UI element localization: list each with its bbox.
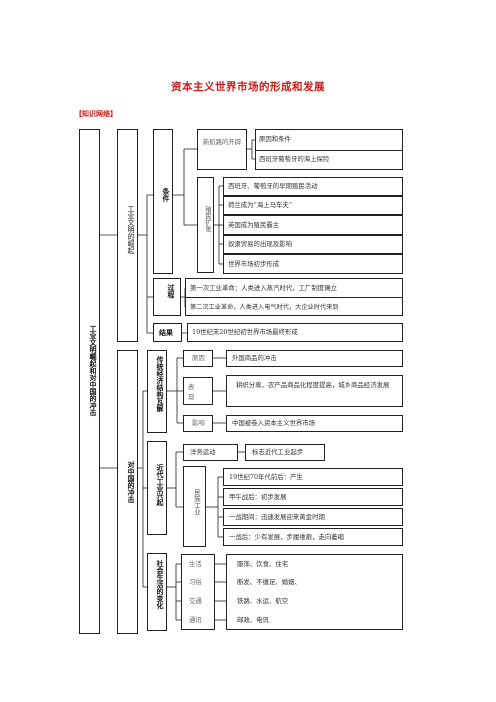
colonial-item-1-box: 西班牙、葡萄牙的早期殖民活动 — [223, 177, 403, 196]
colonial-item-2-box: 荷兰成为“海上马车夫” — [223, 196, 403, 215]
branch-industrial-rise-label: 工业文明的崛起 — [127, 205, 135, 254]
social-life-label: 社会生活的变化 — [156, 560, 165, 609]
national-industry-box: 民族工业 — [183, 466, 206, 547]
result-text: 19世纪末20世纪初世界市场最终形成 — [192, 328, 298, 336]
new-route-box: 新航路的开辟 — [197, 129, 247, 170]
trad-effect-label: 影响 — [192, 419, 205, 427]
root-box: 工业文明崛起和对中国的冲击 — [79, 129, 100, 634]
social-life-box: 社会生活的变化 — [147, 553, 167, 631]
colonial-item-2: 荷兰成为“海上马车夫” — [228, 201, 293, 209]
national-item-1: 19世纪70年代前后：产生 — [229, 473, 303, 481]
trad-cause-label-box: 原因 — [183, 350, 213, 367]
modern-industry-label: 近代工业兴起 — [156, 464, 165, 506]
trad-cause-text: 外国商品的冲击 — [232, 354, 277, 362]
conditions-box: 条件 — [153, 129, 173, 274]
branch-impact-china-label: 对中国的冲击 — [127, 461, 136, 503]
trad-show-label-box: 表现 — [183, 377, 213, 405]
branch-impact-china: 对中国的冲击 — [117, 350, 138, 634]
result-text-box: 19世纪末20世纪初世界市场最终形成 — [187, 323, 403, 342]
social-text-transport: 铁路、水运、航空 — [237, 597, 289, 605]
trad-cause-label: 原因 — [192, 354, 205, 362]
social-text-life: 服饰、饮食、住宅 — [237, 560, 289, 568]
national-item-2-box: 甲午战后：初步发展 — [223, 488, 403, 506]
trad-show-text-box: 耕织分离，农产品商品化程度提高，城乡商品经济发展 — [226, 375, 403, 407]
social-label-telecom: 通讯 — [189, 616, 202, 624]
colonial-item-5-box: 世界市场初步形成 — [223, 254, 403, 274]
social-text-custom: 断发、不缠足、婚姻、 — [237, 578, 301, 586]
colonial-label: 殖民扩张 — [204, 206, 212, 232]
yangwu-text: 标志近代工业起步 — [252, 448, 304, 456]
yangwu-label: 洋务运动 — [190, 448, 216, 456]
colonial-item-4: 奴隶贸易的出现及影响 — [228, 240, 292, 248]
national-item-3: 一战期间：迅速发展迎来黄金时期 — [229, 513, 325, 521]
branch-industrial-rise: 工业文明的崛起 — [117, 129, 138, 342]
national-item-3-box: 一战期间：迅速发展迎来黄金时期 — [223, 508, 403, 526]
process-item-1: 第一次工业革命：人类进入蒸汽时代，工厂制度确立 — [190, 284, 337, 292]
national-item-4-box: 一战后：少有发展，步履维艰，走向萎缩 — [223, 528, 403, 546]
root-label: 工业文明崛起和对中国的冲击 — [89, 325, 98, 416]
result-box: 结果 — [153, 323, 182, 342]
social-labels-box: 生活 习俗 交通 通讯 — [181, 554, 215, 630]
social-text-box: 服饰、饮食、住宅 断发、不缠足、婚姻、 铁路、水运、航空 邮政、电讯 — [226, 554, 403, 630]
traditional-box: 传统经济结构瓦解 — [147, 350, 167, 433]
new-route-item-2: 西班牙葡萄牙的海上探险 — [259, 155, 330, 163]
national-industry-label: 民族工业 — [193, 489, 201, 515]
colonial-item-5: 世界市场初步形成 — [228, 260, 280, 268]
process-item-2: 第二次工业革命，人类进入电气时代，大企业时代来到 — [190, 304, 339, 311]
trad-effect-text-box: 中国被卷入资本主义世界市场 — [226, 415, 403, 432]
conditions-label: 条件 — [162, 188, 171, 202]
trad-cause-text-box: 外国商品的冲击 — [226, 350, 403, 367]
new-route-items: 原因和条件 西班牙葡萄牙的海上探险 — [255, 129, 403, 170]
process-box: 过程 — [153, 278, 181, 316]
colonial-item-4-box: 奴隶贸易的出现及影响 — [223, 235, 403, 254]
traditional-label: 传统经济结构瓦解 — [156, 356, 165, 412]
yangwu-box: 洋务运动 — [183, 444, 238, 461]
colonial-item-3-box: 英国成为殖民霸主 — [223, 215, 403, 235]
new-route-label: 新航路的开辟 — [202, 138, 242, 146]
section-label: 【知识网络】 — [75, 109, 117, 118]
social-label-custom: 习俗 — [189, 578, 202, 586]
result-label: 结果 — [159, 328, 173, 337]
process-items: 第一次工业革命：人类进入蒸汽时代，工厂制度确立 第二次工业革命，人类进入电气时代… — [185, 278, 403, 316]
social-label-life: 生活 — [189, 560, 202, 568]
national-item-2: 甲午战后：初步发展 — [229, 493, 287, 501]
page-title: 资本主义世界市场的形成和发展 — [171, 81, 325, 93]
national-item-4: 一战后：少有发展，步履维艰，走向萎缩 — [229, 533, 345, 541]
national-item-1-box: 19世纪70年代前后：产生 — [223, 468, 403, 486]
new-route-item-1: 原因和条件 — [259, 135, 291, 143]
trad-effect-label-box: 影响 — [183, 415, 213, 432]
trad-show-text: 耕织分离，农产品商品化程度提高，城乡商品经济发展 — [236, 381, 390, 389]
yangwu-text-box: 标志近代工业起步 — [245, 444, 325, 461]
trad-show-label: 表现 — [188, 383, 195, 401]
trad-effect-text: 中国被卷入资本主义世界市场 — [232, 419, 316, 427]
social-text-telecom: 邮政、电讯 — [237, 616, 269, 624]
colonial-item-3: 英国成为殖民霸主 — [228, 221, 280, 229]
process-label: 过程 — [167, 284, 176, 298]
social-label-transport: 交通 — [189, 597, 202, 605]
modern-industry-box: 近代工业兴起 — [147, 441, 167, 535]
colonial-box: 殖民扩张 — [197, 177, 214, 273]
colonial-item-1: 西班牙、葡萄牙的早期殖民活动 — [228, 182, 318, 190]
